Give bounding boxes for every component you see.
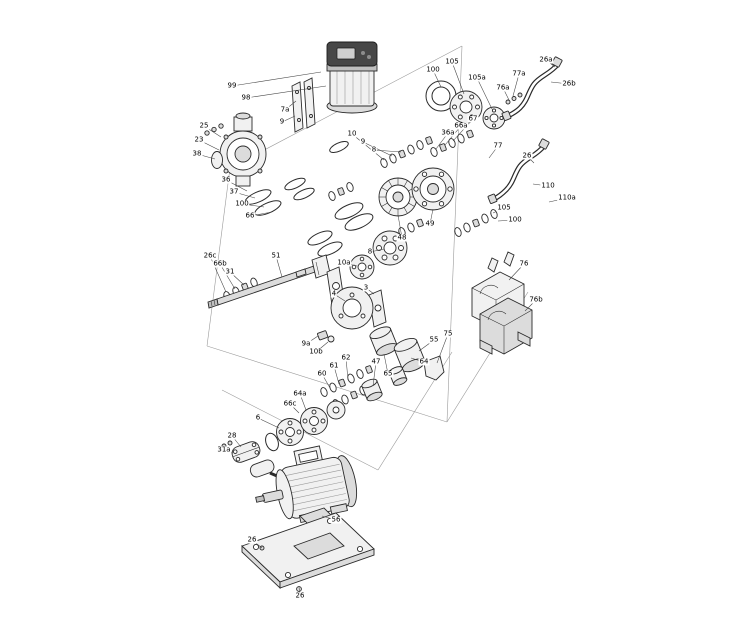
part-callout-47: 47 <box>370 357 382 366</box>
part-callout-31a: 31a <box>216 445 232 454</box>
pipe-upper <box>501 56 563 121</box>
part-callout-7a: 7a <box>279 105 291 114</box>
motor-stool-bracket <box>471 251 533 355</box>
part-callout-110: 110 <box>540 181 556 190</box>
part-callout-6: 6 <box>254 413 262 422</box>
part-callout-4: 4 <box>330 289 338 298</box>
part-callout-77a: 77a <box>511 69 527 78</box>
part-callout-26c: 26c <box>202 251 218 260</box>
part-callout-105a: 105a <box>467 73 487 82</box>
part-callout-66a: 66a <box>453 121 469 130</box>
shaft-assembly <box>207 254 331 309</box>
impeller-discs <box>349 167 455 280</box>
bottom-fasteners <box>361 366 408 402</box>
part-callout-66: 66 <box>244 211 256 220</box>
part-callout-8: 8 <box>370 145 378 154</box>
baseplate <box>241 507 375 592</box>
part-callout-55: 55 <box>428 335 440 344</box>
seal-flanges <box>425 80 523 130</box>
part-callout-62: 62 <box>340 353 352 362</box>
drive-unit <box>326 41 378 114</box>
part-callout-36a: 36a <box>440 128 456 137</box>
part-callout-38: 38 <box>191 149 203 158</box>
part-callout-26a: 26a <box>538 55 554 64</box>
part-callout-100: 100 <box>425 65 441 74</box>
part-callout-23: 23 <box>193 135 205 144</box>
pump-head <box>204 112 267 187</box>
part-callout-26: 26 <box>521 151 533 160</box>
part-callout-75: 75 <box>442 329 454 338</box>
o-rings <box>244 141 374 257</box>
part-callout-66b: 66b <box>212 259 228 268</box>
part-callout-10a: 10a <box>336 258 352 267</box>
part-callout-51: 51 <box>270 251 282 260</box>
shaft-clamp <box>221 440 285 481</box>
part-callout-26b: 26b <box>561 79 577 88</box>
part-callout-37: 37 <box>228 187 240 196</box>
part-callout-10b: 10b <box>308 347 324 356</box>
chamber-stack <box>330 286 374 330</box>
part-callout-36: 36 <box>220 175 232 184</box>
part-callout-98: 98 <box>240 93 252 102</box>
part-callout-26: 26 <box>294 591 306 600</box>
display-panel <box>336 47 356 60</box>
part-callout-100: 100 <box>507 215 523 224</box>
part-callout-9a: 9a <box>300 339 312 348</box>
part-callout-105: 105 <box>496 203 512 212</box>
part-callout-3: 3 <box>362 283 370 292</box>
guard-plates <box>291 77 316 133</box>
part-callout-76b: 76b <box>528 295 544 304</box>
part-callout-76: 76 <box>518 259 530 268</box>
part-callout-64a: 64a <box>292 389 308 398</box>
flange-discs <box>265 400 346 452</box>
part-callout-10: 10 <box>346 129 358 138</box>
part-callout-105: 105 <box>444 57 460 66</box>
part-callout-77: 77 <box>492 141 504 150</box>
part-callout-56: 56 <box>330 515 342 524</box>
part-callout-76a: 76a <box>495 83 511 92</box>
part-callout-66c: 66c <box>282 399 298 408</box>
part-callout-60: 60 <box>316 369 328 378</box>
part-callout-61: 61 <box>328 361 340 370</box>
part-callout-100: 100 <box>234 199 250 208</box>
part-callout-110a: 110a <box>557 193 577 202</box>
part-callout-9: 9 <box>359 137 367 146</box>
part-callout-49: 49 <box>424 219 436 228</box>
part-callout-9: 9 <box>278 117 286 126</box>
part-callout-28: 28 <box>226 431 238 440</box>
part-callout-31: 31 <box>224 267 236 276</box>
part-callout-64: 64 <box>418 357 430 366</box>
part-callout-25: 25 <box>198 121 210 130</box>
sleeve-cylinders <box>369 326 445 381</box>
part-callout-67: 67 <box>467 114 479 123</box>
part-callout-99: 99 <box>226 81 238 90</box>
part-callout-8: 8 <box>366 247 374 256</box>
part-callout-65: 65 <box>382 369 394 378</box>
part-callout-48: 48 <box>396 233 408 242</box>
part-callout-26: 26 <box>246 535 258 544</box>
